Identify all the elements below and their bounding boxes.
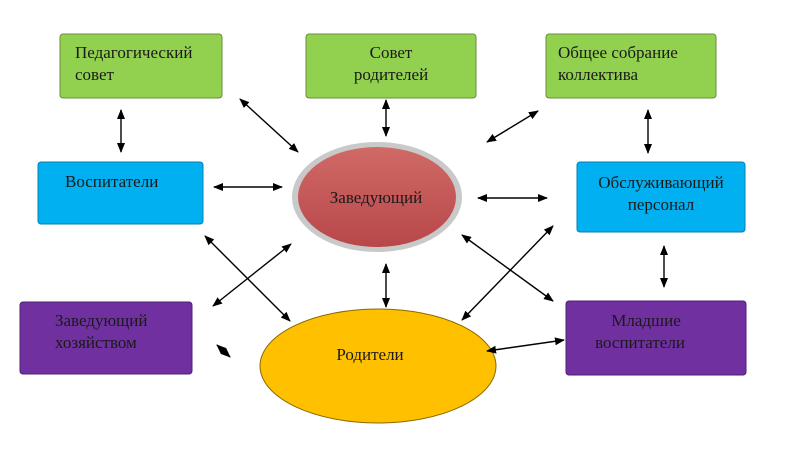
node-educators-line1: Воспитатели xyxy=(65,172,158,191)
arrow-parents-junior xyxy=(486,337,565,354)
node-supply-head: Заведующий хозяйством xyxy=(19,301,193,375)
arrow-head-junior xyxy=(461,234,554,302)
node-head: Заведующий xyxy=(292,142,462,252)
node-junior-educators: Младшие воспитатели xyxy=(565,300,747,376)
arrows xyxy=(117,98,668,358)
node-junior-educators-line1: Младшие xyxy=(611,311,681,330)
node-supply-head-line1: Заведующий xyxy=(55,311,147,330)
node-head-line1: Заведующий xyxy=(330,188,422,207)
node-ped-council: Педагогический совет xyxy=(59,33,223,99)
arrow-service-parents xyxy=(461,225,554,321)
node-parents-council-line2: родителей xyxy=(354,65,428,84)
node-parents-council-line1: Совет xyxy=(370,43,413,62)
node-ped-council-line1: Педагогический xyxy=(75,43,192,62)
node-supply-head-line2: хозяйством xyxy=(55,333,137,352)
node-service-staff: Обслуживающий персонал xyxy=(576,161,746,233)
node-staff-meeting-line1: Общее собрание xyxy=(558,43,678,62)
node-junior-educators-line2: воспитатели xyxy=(595,333,685,352)
arrow-head-supply xyxy=(212,243,292,307)
node-parents: Родители xyxy=(259,308,497,424)
node-parents-council: Совет родителей xyxy=(305,33,477,99)
node-service-staff-line1: Обслуживающий xyxy=(598,173,723,192)
arrow-ped-head xyxy=(239,98,299,153)
node-service-staff-line2: персонал xyxy=(628,195,695,214)
node-staff-meeting-line2: коллектива xyxy=(558,65,639,84)
arrow-supply-parents xyxy=(216,344,231,358)
node-parents-line1: Родители xyxy=(336,345,403,364)
arrow-staffmeeting-head xyxy=(486,110,539,143)
node-educators: Воспитатели xyxy=(37,161,204,225)
node-staff-meeting: Общее собрание коллектива xyxy=(545,33,717,99)
node-ped-council-line2: совет xyxy=(75,65,115,84)
